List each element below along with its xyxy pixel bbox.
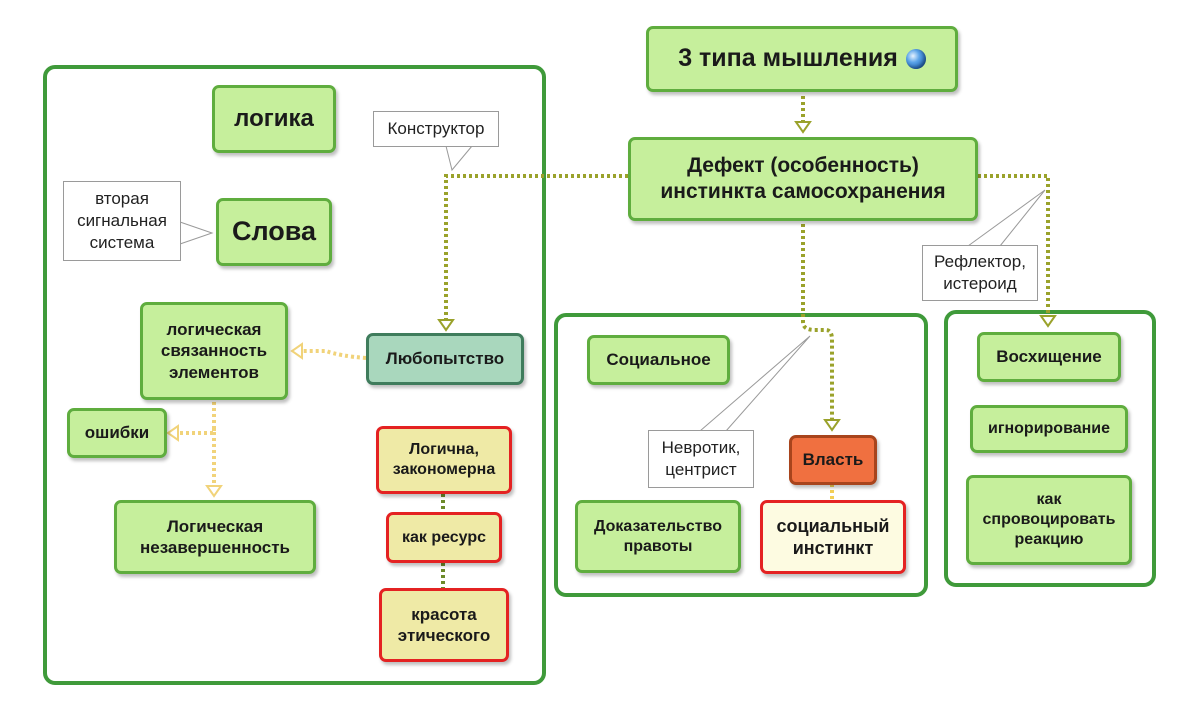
social-instinct-label: социальный инстинкт: [776, 515, 890, 559]
second-signal-pointer: [179, 221, 214, 245]
proof-label: Доказательство правоты: [594, 517, 722, 555]
arrowhead-coherence: [290, 342, 303, 360]
constructor-callout: Конструктор: [373, 111, 499, 147]
constructor-label: Конструктор: [387, 118, 485, 138]
logical-regular-label: Логична, закономерна: [392, 441, 496, 478]
logic-node[interactable]: логика: [212, 85, 336, 153]
arrowhead-incompleteness: [205, 485, 223, 498]
logical-coherence-node[interactable]: логическая связанность элементов: [140, 302, 288, 400]
reflector-callout: Рефлектор, истероид: [922, 245, 1038, 301]
defect-node[interactable]: Дефект (особенность) инстинкта самосохра…: [628, 137, 978, 221]
power-label: Власть: [802, 450, 864, 470]
admiration-label: Восхищение: [996, 347, 1102, 367]
ignoring-node[interactable]: игнорирование: [970, 405, 1128, 453]
connector-curiosity-coherence: [302, 349, 367, 360]
power-node[interactable]: Власть: [789, 435, 877, 485]
curiosity-label: Любопытство: [385, 349, 505, 369]
defect-label: Дефект (особенность) инстинкта самосохра…: [660, 153, 946, 203]
connector-defect-power: [801, 224, 834, 420]
proof-node[interactable]: Доказательство правоты: [575, 500, 741, 573]
errors-node[interactable]: ошибки: [67, 408, 167, 458]
neurotic-pointer: [699, 335, 811, 432]
globe-icon: [905, 49, 926, 69]
constructor-pointer: [445, 145, 473, 172]
words-node[interactable]: Слова: [216, 198, 332, 266]
provoke-node[interactable]: как спровоцировать реакцию: [966, 475, 1132, 565]
logical-incompleteness-node[interactable]: Логическая незавершенность: [114, 500, 316, 574]
ignoring-label: игнорирование: [987, 420, 1110, 437]
connector-coherence-errors: [178, 428, 216, 435]
neurotic-label: Невротик, центрист: [661, 437, 741, 479]
logical-regular-node[interactable]: Логична, закономерна: [376, 426, 512, 494]
words-label: Слова: [231, 216, 317, 247]
logical-incompleteness-label: Логическая незавершенность: [139, 516, 291, 557]
ethical-beauty-node[interactable]: красота этического: [379, 588, 509, 662]
connector-defect-curiosity: [444, 174, 628, 322]
logical-coherence-label: логическая связанность элементов: [160, 320, 268, 382]
second-signal-label: вторая сигнальная система: [77, 188, 167, 253]
provoke-label: как спровоцировать реакцию: [982, 491, 1116, 548]
admiration-node[interactable]: Восхищение: [977, 332, 1121, 382]
reflector-pointer: [967, 189, 1046, 247]
social-instinct-node[interactable]: социальный инстинкт: [760, 500, 906, 574]
neurotic-callout: Невротик, центрист: [648, 430, 754, 488]
social-node[interactable]: Социальное: [587, 335, 730, 385]
arrowhead-defect: [794, 121, 812, 134]
second-signal-callout: вторая сигнальная система: [63, 181, 181, 261]
as-resource-label: как ресурс: [401, 528, 487, 546]
reflector-label: Рефлектор, истероид: [934, 251, 1026, 293]
curiosity-node[interactable]: Любопытство: [366, 333, 524, 385]
logic-label: логика: [234, 105, 314, 132]
root-label: 3 типа мышления: [678, 44, 898, 73]
arrowhead-errors: [166, 424, 179, 442]
connector-defect-admiration: [978, 174, 1050, 318]
root-node[interactable]: 3 типа мышления: [646, 26, 958, 92]
errors-label: ошибки: [84, 423, 150, 443]
social-label: Социальное: [606, 350, 711, 370]
arrowhead-curiosity: [437, 319, 455, 332]
ethical-beauty-label: красота этического: [397, 604, 491, 645]
as-resource-node[interactable]: как ресурс: [386, 512, 502, 563]
arrowhead-admiration: [1039, 315, 1057, 328]
arrowhead-power: [823, 419, 841, 432]
